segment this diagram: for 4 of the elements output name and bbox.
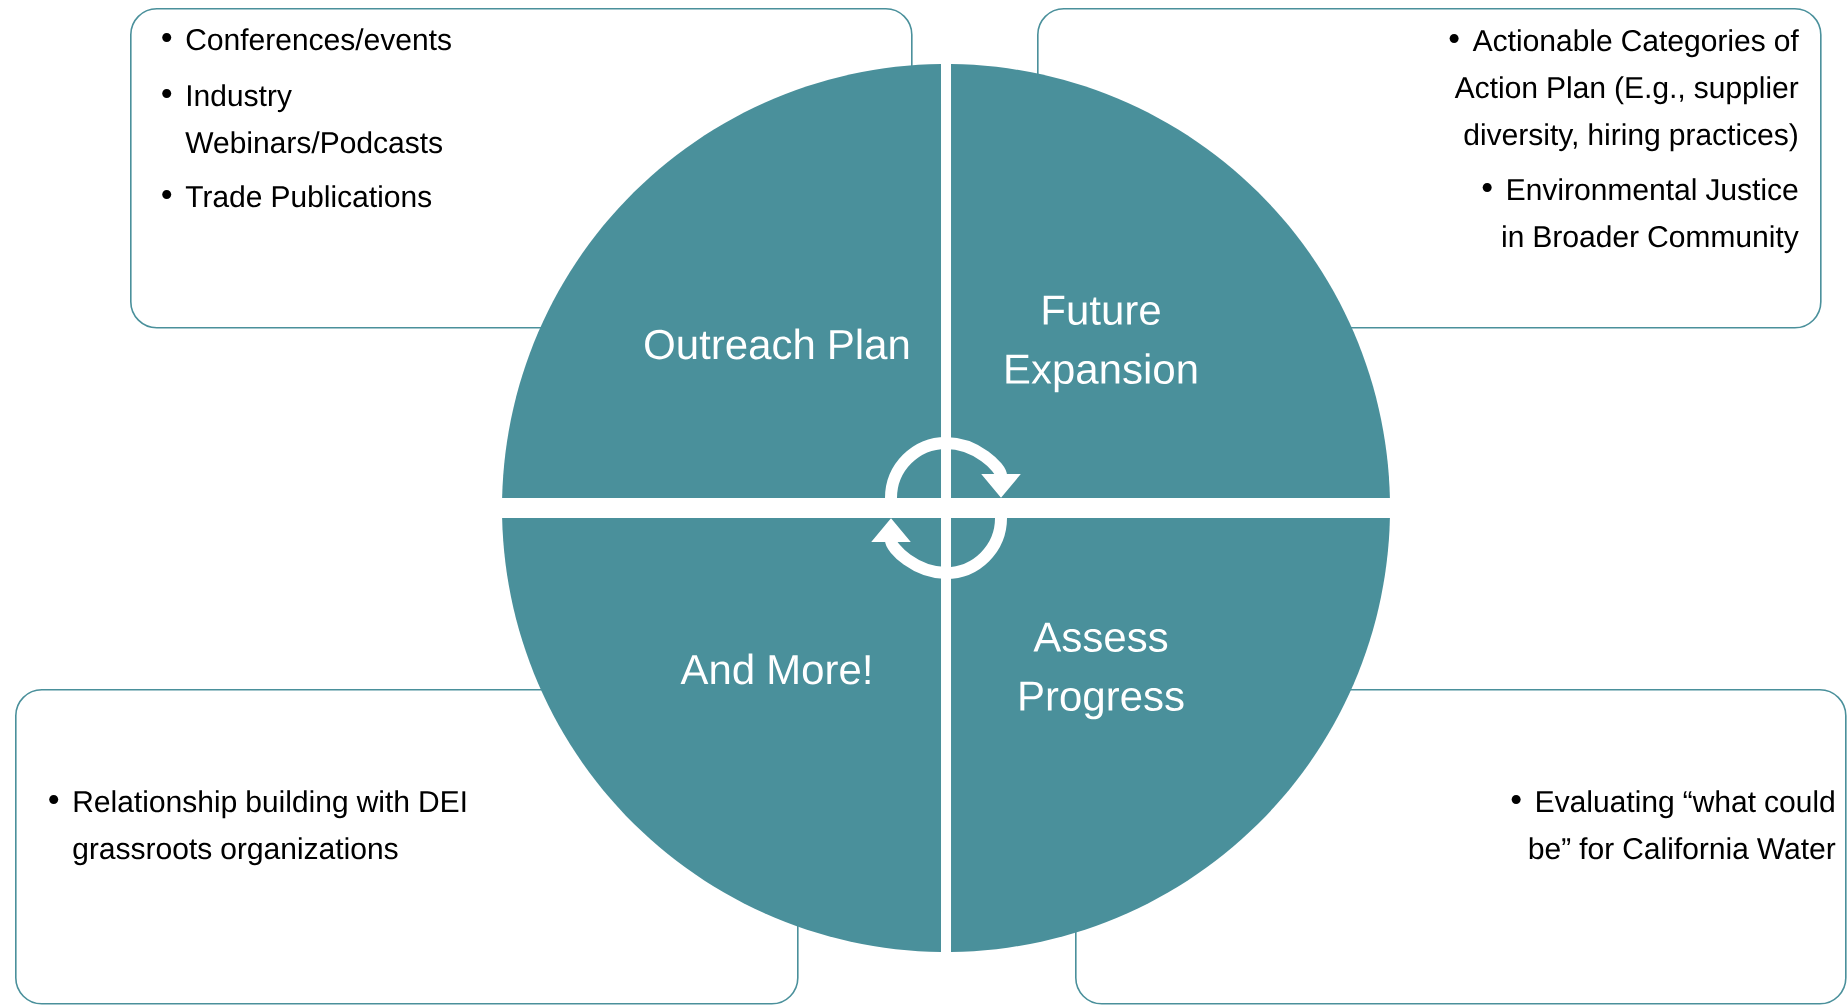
circle-quadrant: And More! bbox=[502, 518, 941, 952]
circle-quadrant: Outreach Plan bbox=[502, 64, 941, 498]
circle-quadrant: Future Expansion bbox=[951, 64, 1390, 498]
circle-quadrant: Assess Progress bbox=[951, 518, 1390, 952]
